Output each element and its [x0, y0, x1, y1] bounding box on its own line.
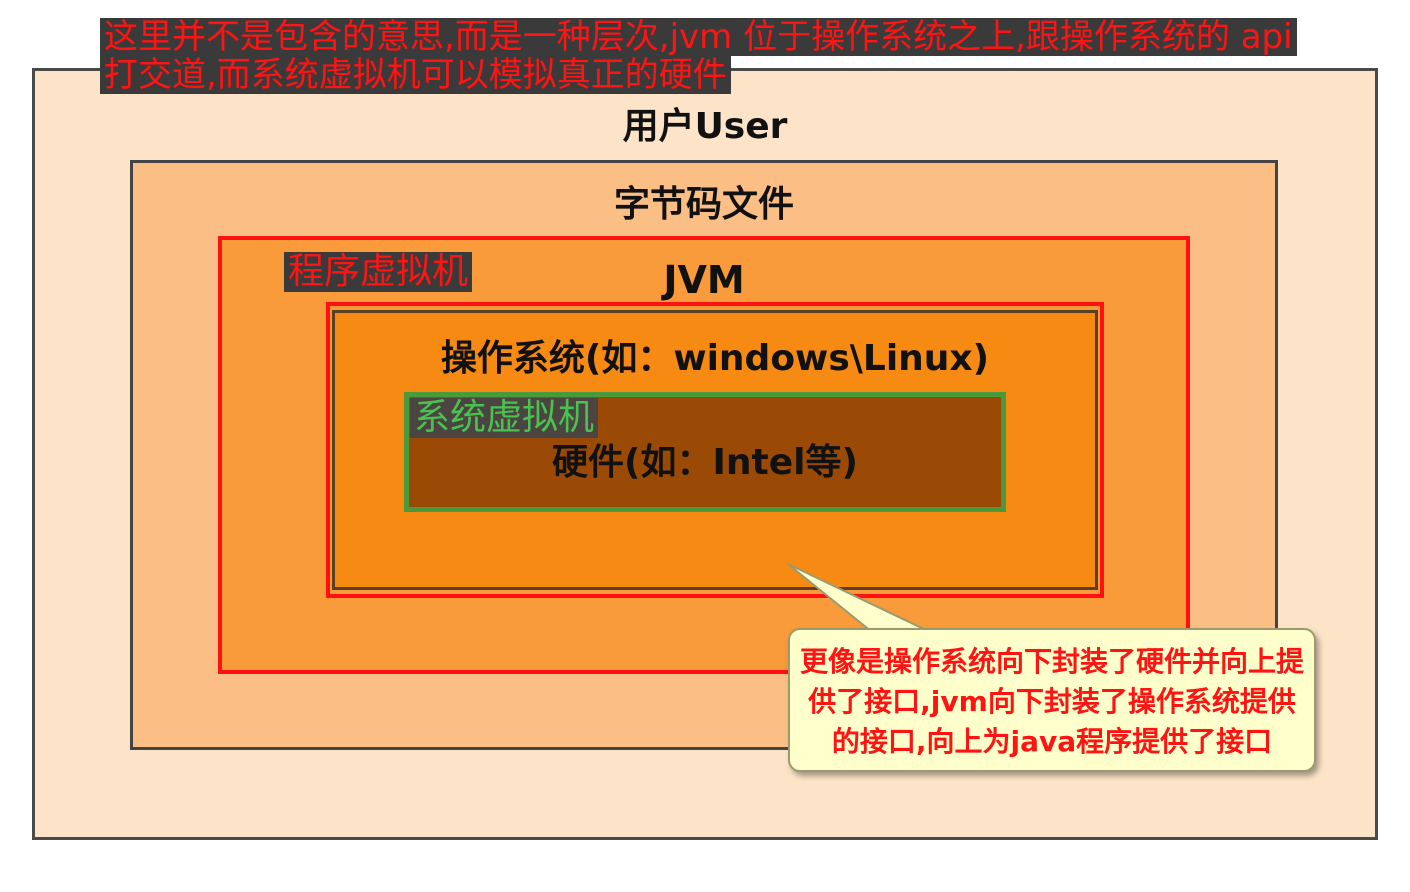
top-annotation: 这里并不是包含的意思,而是一种层次,jvm 位于操作系统之上,跟操作系统的 ap…: [100, 18, 1297, 94]
top-annotation-line-2: 打交道,而系统虚拟机可以模拟真正的硬件: [100, 56, 731, 94]
user-layer-label: 用户User: [622, 106, 788, 147]
jvm-layer-label: JVM: [663, 258, 745, 302]
os-layer-label: 操作系统(如：windows\Linux): [440, 338, 990, 379]
os-highlight-border: [326, 302, 1104, 598]
hardware-layer-label: 硬件(如：Intel等): [552, 442, 858, 483]
program-vm-tag: 程序虚拟机: [284, 252, 473, 292]
system-vm-tag: 系统虚拟机: [410, 398, 599, 438]
bytecode-layer-label: 字节码文件: [613, 184, 794, 225]
callout-box: 更像是操作系统向下封装了硬件并向上提供了接口,jvm向下封装了操作系统提供的接口…: [788, 628, 1316, 772]
top-annotation-line-1: 这里并不是包含的意思,而是一种层次,jvm 位于操作系统之上,跟操作系统的 ap…: [100, 18, 1297, 56]
